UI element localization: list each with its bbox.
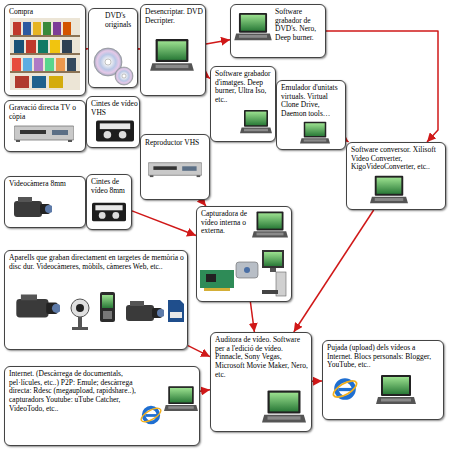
- text-area: Desencriptar. DVD Decripter.: [145, 8, 205, 25]
- process-box: DVD's originals: [88, 8, 138, 88]
- process-box: Capturadora de vídeo interna o externa.: [196, 206, 292, 302]
- box-text: Cintes de vídeo VHS: [91, 100, 139, 117]
- process-box: Gravació directa TV o còpia: [4, 100, 86, 152]
- process-box: Compra: [4, 4, 86, 96]
- box-text: Internet. (Descàrrega de documentals, pe…: [9, 370, 141, 413]
- box-text: Cintes de vídeo 8mm: [91, 178, 131, 195]
- process-box: Desencriptar. DVD Decripter.: [140, 4, 206, 96]
- box-text: Software conversor. Xilisoft Video Conve…: [351, 146, 443, 172]
- flow-arrow: [312, 380, 322, 382]
- text-area: Cintes de vídeo VHS: [91, 100, 139, 117]
- text-area: Software conversor. Xilisoft Video Conve…: [351, 146, 443, 172]
- process-box: Software grabador d'imatges. Deep burner…: [210, 66, 276, 142]
- process-box: Cintes de vídeo VHS: [86, 96, 140, 148]
- box-text: Desencriptar. DVD Decripter.: [145, 8, 205, 25]
- process-box: Reproductor VHS: [140, 134, 210, 200]
- box-text: Auditora de vídeo. Software per a l'edic…: [215, 336, 309, 379]
- text-area: Emulador d'unitats virtuals. Virtual Clo…: [281, 84, 343, 119]
- text-area: Reproductor VHS: [145, 139, 207, 148]
- text-area: Auditora de vídeo. Software per a l'edic…: [215, 336, 309, 379]
- process-box: Software grabador de DVD's. Nero, Deep b…: [230, 4, 326, 58]
- box-text: Aparells que graban directament en targe…: [9, 254, 185, 271]
- process-box: Aparells que graban directament en targe…: [4, 250, 188, 350]
- text-area: Compra: [9, 8, 79, 17]
- text-area: Aparells que graban directament en targe…: [9, 254, 185, 271]
- box-text: DVD's originals: [105, 12, 137, 29]
- box-text: Pujada (upload) dels vídeos a Internet. …: [327, 344, 439, 370]
- box-text: Software grabador de DVD's. Nero, Deep b…: [275, 8, 323, 43]
- box-text: Compra: [9, 8, 79, 17]
- flow-arrow: [250, 302, 254, 332]
- process-box: Videocàmera 8mm: [4, 176, 86, 228]
- text-area: Internet. (Descàrrega de documentals, pe…: [9, 370, 141, 413]
- process-box: Emulador d'unitats virtuals. Virtual Clo…: [276, 80, 346, 150]
- text-area: Software grabador d'imatges. Deep burner…: [215, 70, 273, 105]
- process-box: Software conversor. Xilisoft Video Conve…: [346, 142, 446, 210]
- text-area: Videocàmera 8mm: [9, 180, 83, 189]
- text-area: Capturadora de vídeo interna o externa.: [201, 210, 253, 236]
- text-area: Pujada (upload) dels vídeos a Internet. …: [327, 344, 439, 370]
- box-text: Software grabador d'imatges. Deep burner…: [215, 70, 273, 105]
- text-area: DVD's originals: [105, 12, 137, 29]
- flow-arrow: [132, 211, 196, 236]
- box-text: Reproductor VHS: [145, 139, 207, 148]
- flow-arrow: [294, 210, 374, 332]
- process-box: Pujada (upload) dels vídeos a Internet. …: [322, 340, 444, 420]
- text-area: Software grabador de DVD's. Nero, Deep b…: [275, 8, 323, 43]
- text-area: Cintes de vídeo 8mm: [91, 178, 131, 195]
- process-box: Auditora de vídeo. Software per a l'edic…: [210, 332, 312, 432]
- flow-arrow: [200, 390, 210, 392]
- box-text: Gravació directa TV o còpia: [9, 104, 83, 121]
- flow-arrow: [206, 40, 230, 44]
- text-area: Gravació directa TV o còpia: [9, 104, 83, 121]
- box-text: Videocàmera 8mm: [9, 180, 83, 189]
- flow-arrow: [188, 346, 210, 357]
- box-text: Emulador d'unitats virtuals. Virtual Clo…: [281, 84, 343, 119]
- process-box: Internet. (Descàrrega de documentals, pe…: [4, 366, 200, 446]
- box-text: Capturadora de vídeo interna o externa.: [201, 210, 253, 236]
- process-box: Cintes de vídeo 8mm: [86, 174, 132, 230]
